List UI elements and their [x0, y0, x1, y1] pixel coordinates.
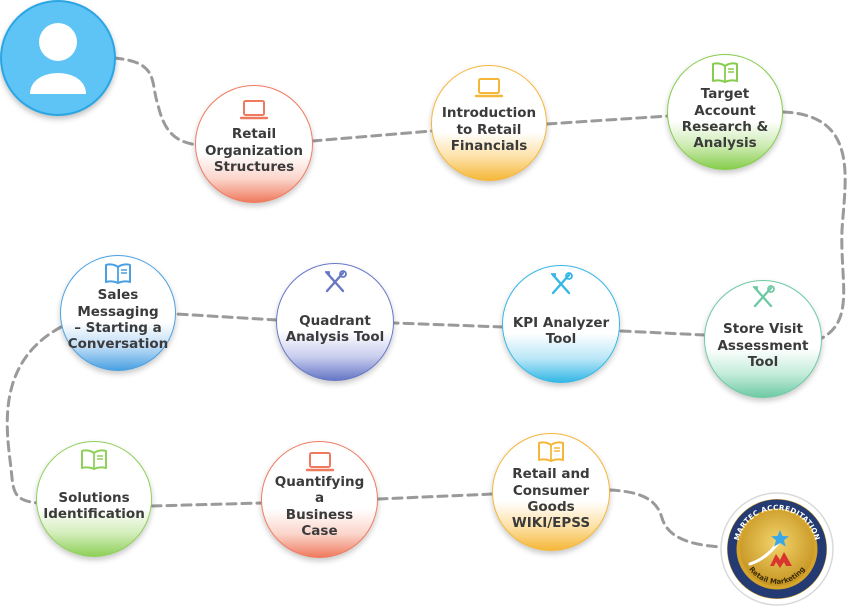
node-label: Solutions Identification	[43, 489, 145, 522]
node-label: Sales Messaging – Starting a Conversatio…	[67, 287, 169, 353]
node-retail-organization-structures[interactable]: Retail Organization Structures	[195, 85, 313, 203]
node-introduction-to-retail-financials[interactable]: Introduction to Retail Financials	[431, 65, 547, 181]
learner-avatar	[0, 0, 116, 116]
book-icon	[710, 61, 740, 85]
connector-kpi-analyzer-quadrant	[393, 321, 505, 329]
connector-introduction-target-account	[545, 114, 670, 126]
connector-quadrant-sales-messaging	[174, 312, 279, 322]
node-label: Retail Organization Structures	[204, 126, 304, 176]
node-kpi-analyzer-tool[interactable]: KPI Analyzer Tool	[502, 265, 620, 383]
tools-icon	[748, 285, 778, 309]
node-label: Retail and Consumer Goods WIKI/EPSS	[511, 466, 591, 532]
node-label: Introduction to Retail Financials	[441, 105, 537, 155]
node-label: Target Account Research & Analysis	[681, 86, 769, 152]
node-label: KPI Analyzer Tool	[512, 314, 610, 347]
tools-icon	[320, 270, 350, 294]
node-quantifying-a-business-case[interactable]: Quantifying a Business Case	[261, 441, 378, 558]
node-label: Quantifying a Business Case	[274, 473, 365, 539]
node-retail-and-consumer-goods-wiki-epss[interactable]: Retail and Consumer Goods WIKI/EPSS	[492, 433, 610, 551]
node-target-account-research-analysis[interactable]: Target Account Research & Analysis	[667, 54, 783, 170]
tools-icon	[546, 272, 576, 296]
connector-sales-messaging-solutions	[5, 325, 63, 505]
connector-retail-and-consumer-badge	[608, 488, 724, 549]
connector-target-account-store-visit	[781, 110, 847, 340]
accreditation-seal-icon: MARTEC ACCREDITATION Retail Marketing	[720, 492, 834, 606]
accreditation-badge: MARTEC ACCREDITATION Retail Marketing	[720, 492, 834, 606]
user-icon	[2, 2, 114, 114]
node-store-visit-assessment-tool[interactable]: Store Visit Assessment Tool	[704, 280, 822, 398]
node-quadrant-analysis-tool[interactable]: Quadrant Analysis Tool	[276, 263, 394, 381]
book-icon	[103, 262, 133, 286]
node-solutions-identification[interactable]: Solutions Identification	[36, 441, 152, 557]
connector-avatar-retail-organization	[112, 56, 199, 147]
node-label: Store Visit Assessment Tool	[717, 321, 809, 371]
connector-retail-organization-introduction	[310, 129, 434, 143]
connector-solutions-quantifying	[150, 501, 264, 508]
book-icon	[79, 448, 109, 472]
laptop-icon	[239, 98, 269, 122]
node-label: Quadrant Analysis Tool	[285, 312, 385, 345]
node-sales-messaging-starting-a-conversation[interactable]: Sales Messaging – Starting a Conversatio…	[60, 255, 176, 371]
connector-quantifying-retail-and-consumer	[376, 492, 495, 501]
laptop-icon	[305, 450, 335, 474]
connector-store-visit-kpi-analyzer	[619, 329, 707, 337]
book-icon	[536, 440, 566, 464]
laptop-icon	[474, 76, 504, 100]
